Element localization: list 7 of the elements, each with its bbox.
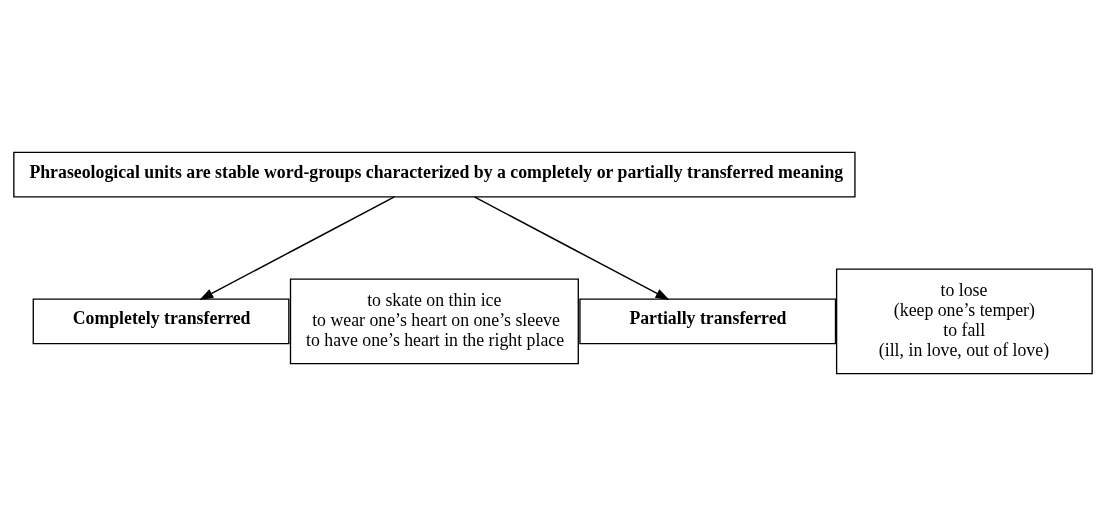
node-box: Phraseological units are stable word-groups characterized by a completely or partially transferred meaning xyxy=(13,151,856,198)
node-box: to skate on thin ice to wear one’s heart on one’s sleeve to have one’s heart in the right place xyxy=(289,277,579,364)
node-box: Partially transferred xyxy=(579,297,837,344)
node-box: Completely transferred xyxy=(32,297,290,344)
arrow xyxy=(199,195,396,300)
node-box: to lose (keep one’s temper) to fall (ill, in love, out of love) xyxy=(835,267,1093,374)
arrow xyxy=(473,195,670,300)
